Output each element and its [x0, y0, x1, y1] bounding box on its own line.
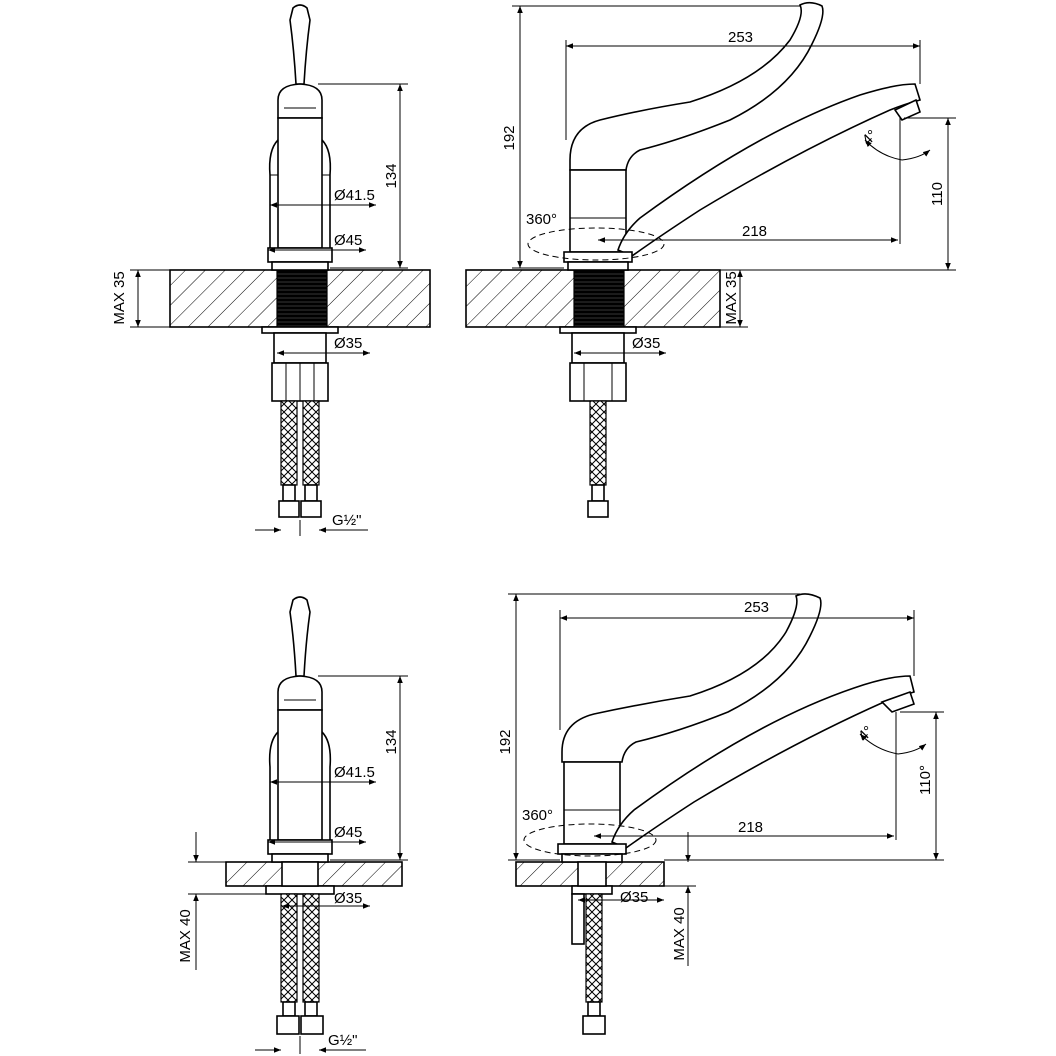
dim-d1-label: Ø41.5 — [334, 187, 375, 204]
dim-max-label: MAX 35 — [111, 271, 128, 324]
top-front-view: 134 Ø41.5 Ø45 MAX 35 Ø35 G½" — [111, 4, 431, 536]
dim-tilt-label: 4° — [855, 723, 877, 745]
bottom-side-view: 192 253 218 360° 4° 110° MAX 40 Ø35 — [497, 593, 944, 1035]
dim-max-label: MAX 40 — [177, 909, 194, 962]
lever-handle — [289, 596, 311, 677]
hose-left — [280, 893, 298, 1003]
body-side-left — [268, 139, 279, 250]
threaded-shank — [573, 269, 625, 328]
hose — [585, 893, 603, 1003]
lock-nut — [571, 332, 625, 364]
dim-reach-label: 253 — [744, 599, 769, 616]
spout — [617, 83, 922, 257]
hose-left — [280, 400, 298, 486]
bottom-front-view: 134 Ø41.5 Ø45 MAX 40 Ø35 G½" — [177, 596, 408, 1054]
spout — [611, 675, 915, 849]
supply-pipe — [571, 893, 585, 945]
body — [563, 761, 621, 845]
dim-height-label: 192 — [501, 125, 518, 150]
hose-nut-right — [300, 1015, 324, 1035]
dim-hole-label: Ø35 — [620, 889, 648, 906]
dim-thread-label: G½" — [332, 512, 362, 529]
hose-nut-right — [300, 500, 322, 518]
washer — [261, 326, 339, 334]
hose-nut-left — [278, 500, 300, 518]
body — [277, 709, 323, 841]
lever-handle — [289, 4, 311, 85]
dim-rot-label: 360° — [522, 807, 553, 824]
dim-height-label: 192 — [497, 729, 514, 754]
dim-max-label: MAX 35 — [723, 271, 740, 324]
dim-d1-label: Ø41.5 — [334, 764, 375, 781]
body-head — [277, 83, 323, 119]
dim-outlet-label: 110 — [929, 182, 946, 206]
hose-nut-left — [276, 1015, 300, 1035]
body-side-right — [321, 139, 332, 250]
dim-tilt-label: 4° — [859, 127, 881, 149]
top-side-view: 192 253 218 360° 4° 110 MAX 35 Ø35 — [465, 1, 956, 518]
fixing-nut — [569, 362, 627, 402]
body — [277, 117, 323, 249]
dim-thread-label: G½" — [328, 1032, 358, 1049]
dim-height-label: 134 — [383, 163, 400, 188]
dim-height-label: 134 — [383, 729, 400, 754]
hose — [589, 400, 607, 486]
hose-nut — [587, 500, 609, 518]
rotation-arc — [523, 823, 657, 857]
lever-handle — [561, 593, 822, 763]
aerator — [893, 98, 921, 121]
dim-outlet-label: 110° — [917, 765, 934, 795]
dim-d2-label: Ø45 — [334, 232, 362, 249]
dim-spout-label: 218 — [742, 223, 767, 240]
mounting-plate — [265, 885, 335, 895]
body-head — [277, 675, 323, 711]
hose-right — [302, 893, 320, 1003]
lever-handle — [569, 1, 824, 171]
hose-right — [302, 400, 320, 486]
dim-hole-label: Ø35 — [632, 335, 660, 352]
aerator — [880, 690, 916, 713]
threaded-shank — [276, 269, 328, 328]
dim-rot-label: 360° — [526, 211, 557, 228]
lock-nut — [273, 332, 327, 364]
dim-d2-label: Ø45 — [334, 824, 362, 841]
hose-nut — [582, 1015, 606, 1035]
dim-hole-label: Ø35 — [334, 890, 362, 907]
rotation-arc — [527, 227, 665, 261]
dim-max-label: MAX 40 — [671, 907, 688, 960]
dim-reach-label: 253 — [728, 29, 753, 46]
dim-spout-label: 218 — [738, 819, 763, 836]
dim-hole-label: Ø35 — [334, 335, 362, 352]
